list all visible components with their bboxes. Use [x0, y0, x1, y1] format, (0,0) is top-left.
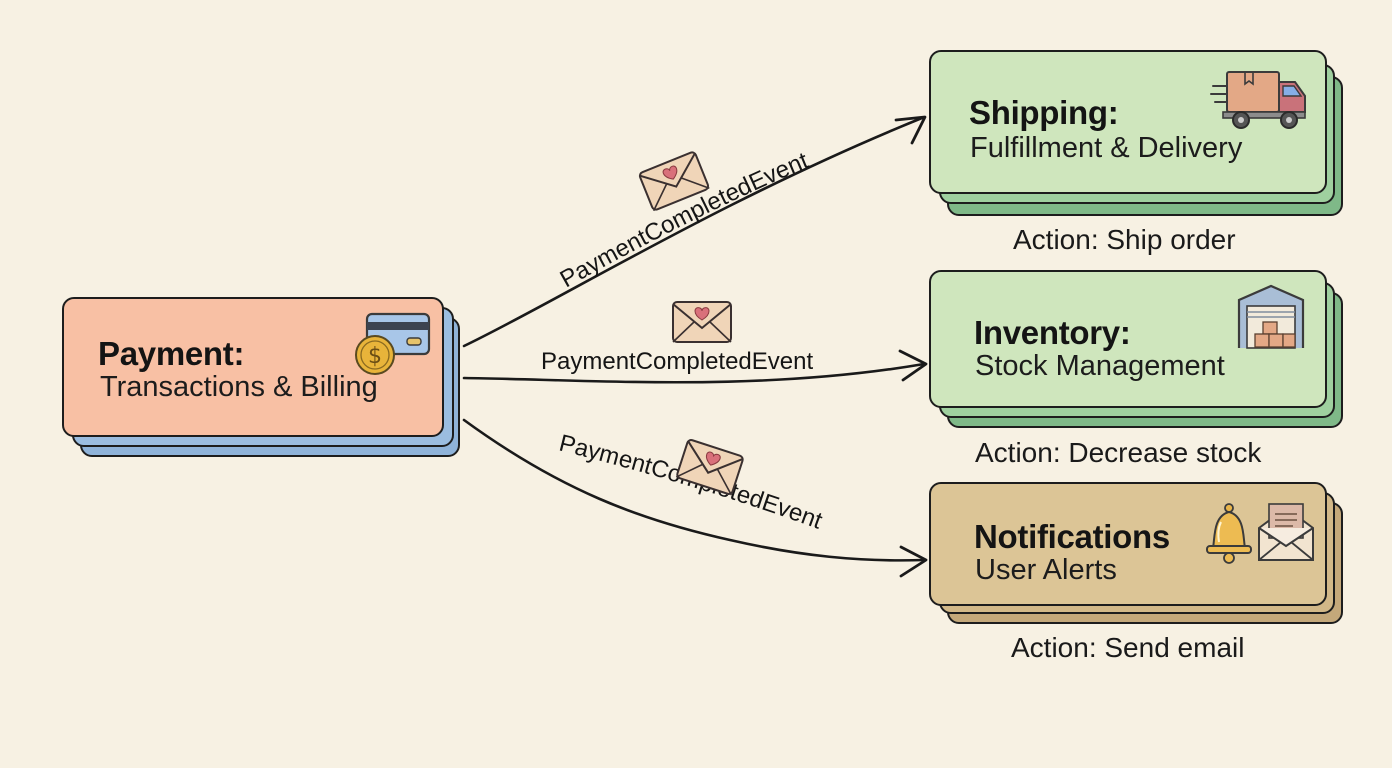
edge-notifications	[462, 418, 926, 562]
card-title: Shipping:	[969, 94, 1119, 131]
action-label-notifications: Action: Send email	[1011, 632, 1245, 663]
edge-inventory	[462, 362, 926, 384]
card-subtitle: User Alerts	[975, 554, 1117, 586]
card-subtitle: Stock Management	[975, 350, 1225, 382]
bell-icon	[1206, 503, 1252, 564]
service-card-inventory[interactable]: Inventory: Stock Management	[929, 270, 1345, 430]
envelope-heart-icon	[672, 301, 732, 343]
envelope-heart-icon	[675, 439, 744, 496]
envelope-heart-icon	[638, 151, 710, 212]
card-subtitle: Transactions & Billing	[100, 371, 378, 403]
credit-card-icon	[365, 312, 431, 356]
edge-label-inventory: PaymentCompletedEvent	[541, 348, 813, 375]
arrowhead-inventory	[898, 349, 928, 382]
card-subtitle: Fulfillment & Delivery	[970, 132, 1243, 164]
card-title: Payment:	[98, 335, 245, 372]
warehouse-icon	[1237, 284, 1305, 349]
arrowhead-notifications	[899, 545, 928, 578]
card-title: Inventory:	[974, 314, 1131, 351]
svg-text:$: $	[368, 344, 382, 369]
edge-shipping	[462, 116, 924, 348]
coin-icon: $	[355, 335, 395, 375]
arrowhead-shipping	[894, 115, 927, 145]
service-card-payment[interactable]: Payment: Transactions & Billing $	[62, 297, 462, 459]
action-label-inventory: Action: Decrease stock	[975, 437, 1262, 468]
card-title: Notifications	[974, 518, 1170, 555]
open-envelope-icon	[1258, 503, 1314, 561]
service-card-notifications[interactable]: Notifications User Alerts	[929, 482, 1345, 626]
delivery-truck-icon	[1210, 71, 1306, 129]
action-label-shipping: Action: Ship order	[1013, 224, 1236, 255]
service-card-shipping[interactable]: Shipping: Fulfillment & Delivery	[929, 50, 1345, 218]
